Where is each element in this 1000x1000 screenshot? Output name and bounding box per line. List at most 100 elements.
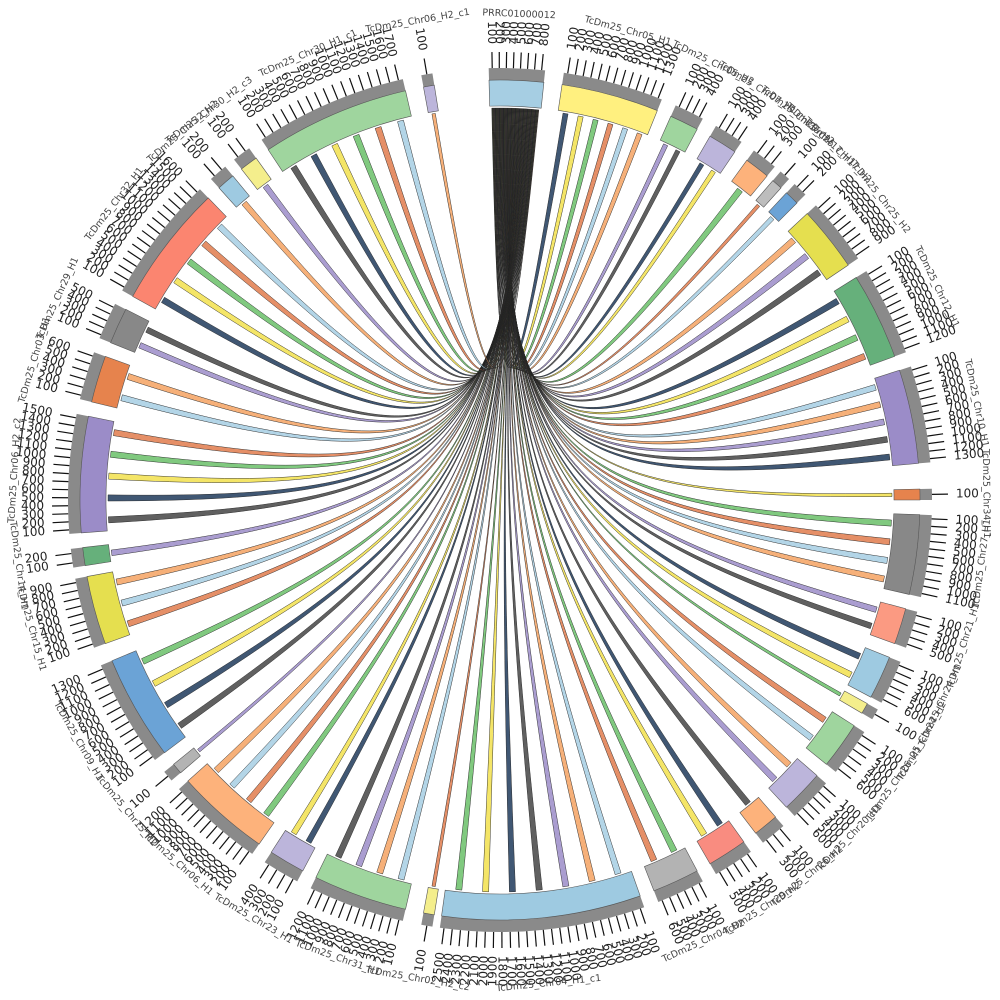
tick-mark xyxy=(925,425,942,430)
tick-label: 300 xyxy=(580,29,598,54)
tick-label: 1500 xyxy=(522,955,538,986)
tick-mark xyxy=(205,825,218,839)
tick-mark xyxy=(925,570,942,575)
tick-label: 500 xyxy=(514,21,529,45)
segment-arc xyxy=(739,796,776,834)
segment-tick-band xyxy=(439,895,645,932)
tick-mark xyxy=(684,890,692,906)
tick-mark xyxy=(909,636,926,643)
tick-mark xyxy=(267,869,278,884)
segment-arc xyxy=(839,690,868,714)
tick-label: 900 xyxy=(629,41,649,67)
tick-mark xyxy=(796,174,809,188)
tick-mark xyxy=(157,210,171,222)
tick-mark xyxy=(756,139,768,154)
link-ribbon-s36 xyxy=(397,109,539,370)
tick-mark xyxy=(357,74,365,91)
tick-mark xyxy=(567,926,572,943)
tick-mark xyxy=(930,533,947,536)
segment-arc xyxy=(874,369,919,466)
tick-label: 2100 xyxy=(467,955,483,986)
tick-label: 200 xyxy=(372,939,391,965)
tick-mark xyxy=(348,77,356,94)
tick-label: 500 xyxy=(43,342,69,363)
tick-label: 1400 xyxy=(530,954,546,986)
tick-label: 400 xyxy=(617,937,637,963)
tick-mark xyxy=(67,382,84,388)
tick-label: 200 xyxy=(24,549,48,566)
tick-mark xyxy=(526,931,529,948)
tick-mark xyxy=(907,643,923,651)
tick-label: 300 xyxy=(38,359,64,379)
tick-mark xyxy=(95,306,111,315)
tick-mark xyxy=(929,548,946,552)
tick-label: 1500 xyxy=(21,400,54,420)
link-ribbon-s23 xyxy=(355,108,520,868)
segment-tick-band xyxy=(79,352,106,402)
tick-mark xyxy=(54,447,72,451)
segment-tick-band xyxy=(421,73,435,88)
tick-mark xyxy=(583,923,588,940)
tick-label: 600 xyxy=(600,942,619,968)
segment-tick-band xyxy=(210,166,233,188)
link-ribbon-s34 xyxy=(241,109,536,386)
segment-arc xyxy=(82,544,112,567)
tick-label: 600 xyxy=(34,605,60,624)
tick-mark xyxy=(927,563,944,567)
segment-arc xyxy=(883,513,921,595)
tick-mark xyxy=(65,390,82,396)
tick-label: 300 xyxy=(937,365,963,385)
tick-label: 2300 xyxy=(448,953,465,985)
tick-mark xyxy=(313,91,322,108)
tick-label: 500 xyxy=(346,932,366,958)
segment-arc xyxy=(557,84,658,136)
tick-label: 900 xyxy=(574,948,592,973)
segment-tick-band xyxy=(653,870,703,902)
link-ribbon-s35 xyxy=(262,109,536,382)
tick-label: 600 xyxy=(944,389,969,408)
tick-mark xyxy=(77,350,93,357)
tick-mark xyxy=(345,905,353,922)
tick-label: 1400 xyxy=(20,409,52,428)
tick-mark xyxy=(928,555,945,560)
tick-label: 1300 xyxy=(953,446,985,463)
tick-mark xyxy=(129,742,144,753)
segment-arc xyxy=(441,871,641,921)
tick-mark xyxy=(868,265,883,275)
tick-label: 100 xyxy=(34,377,60,396)
tick-mark xyxy=(225,841,237,855)
tick-mark xyxy=(423,925,428,942)
tick-label: 600 xyxy=(605,34,624,60)
tick-mark xyxy=(874,713,890,723)
segment-arc xyxy=(833,277,896,366)
tick-label: 700 xyxy=(32,596,57,615)
tick-mark xyxy=(185,180,198,193)
tick-mark xyxy=(818,791,831,804)
segment-tick-band xyxy=(870,657,901,703)
tick-mark xyxy=(179,186,192,199)
link-ribbon-s15 xyxy=(507,107,842,697)
tick-label: 100 xyxy=(412,27,430,52)
tick-label: 1100 xyxy=(944,591,977,611)
segment-arc xyxy=(132,197,227,310)
tick-mark xyxy=(259,864,270,879)
tick-mark xyxy=(737,126,748,141)
tick-mark xyxy=(394,919,400,936)
tick-mark xyxy=(678,92,687,108)
tick-mark xyxy=(131,243,146,254)
segment-tick-band xyxy=(562,72,662,111)
link-ribbon-s33 xyxy=(173,109,534,404)
tick-mark xyxy=(929,456,946,460)
segment-label-s11: TcDm25_Chr34_H1 xyxy=(980,448,992,539)
tick-mark xyxy=(534,53,537,70)
tick-mark xyxy=(918,387,934,393)
link-ribbon-s16 xyxy=(508,107,827,723)
tick-mark xyxy=(582,60,587,77)
tick-label: 300 xyxy=(363,937,383,963)
tick-label: 300 xyxy=(933,630,959,650)
link-ribbon-s25 xyxy=(229,108,523,789)
link-ribbon-s36 xyxy=(290,109,537,379)
